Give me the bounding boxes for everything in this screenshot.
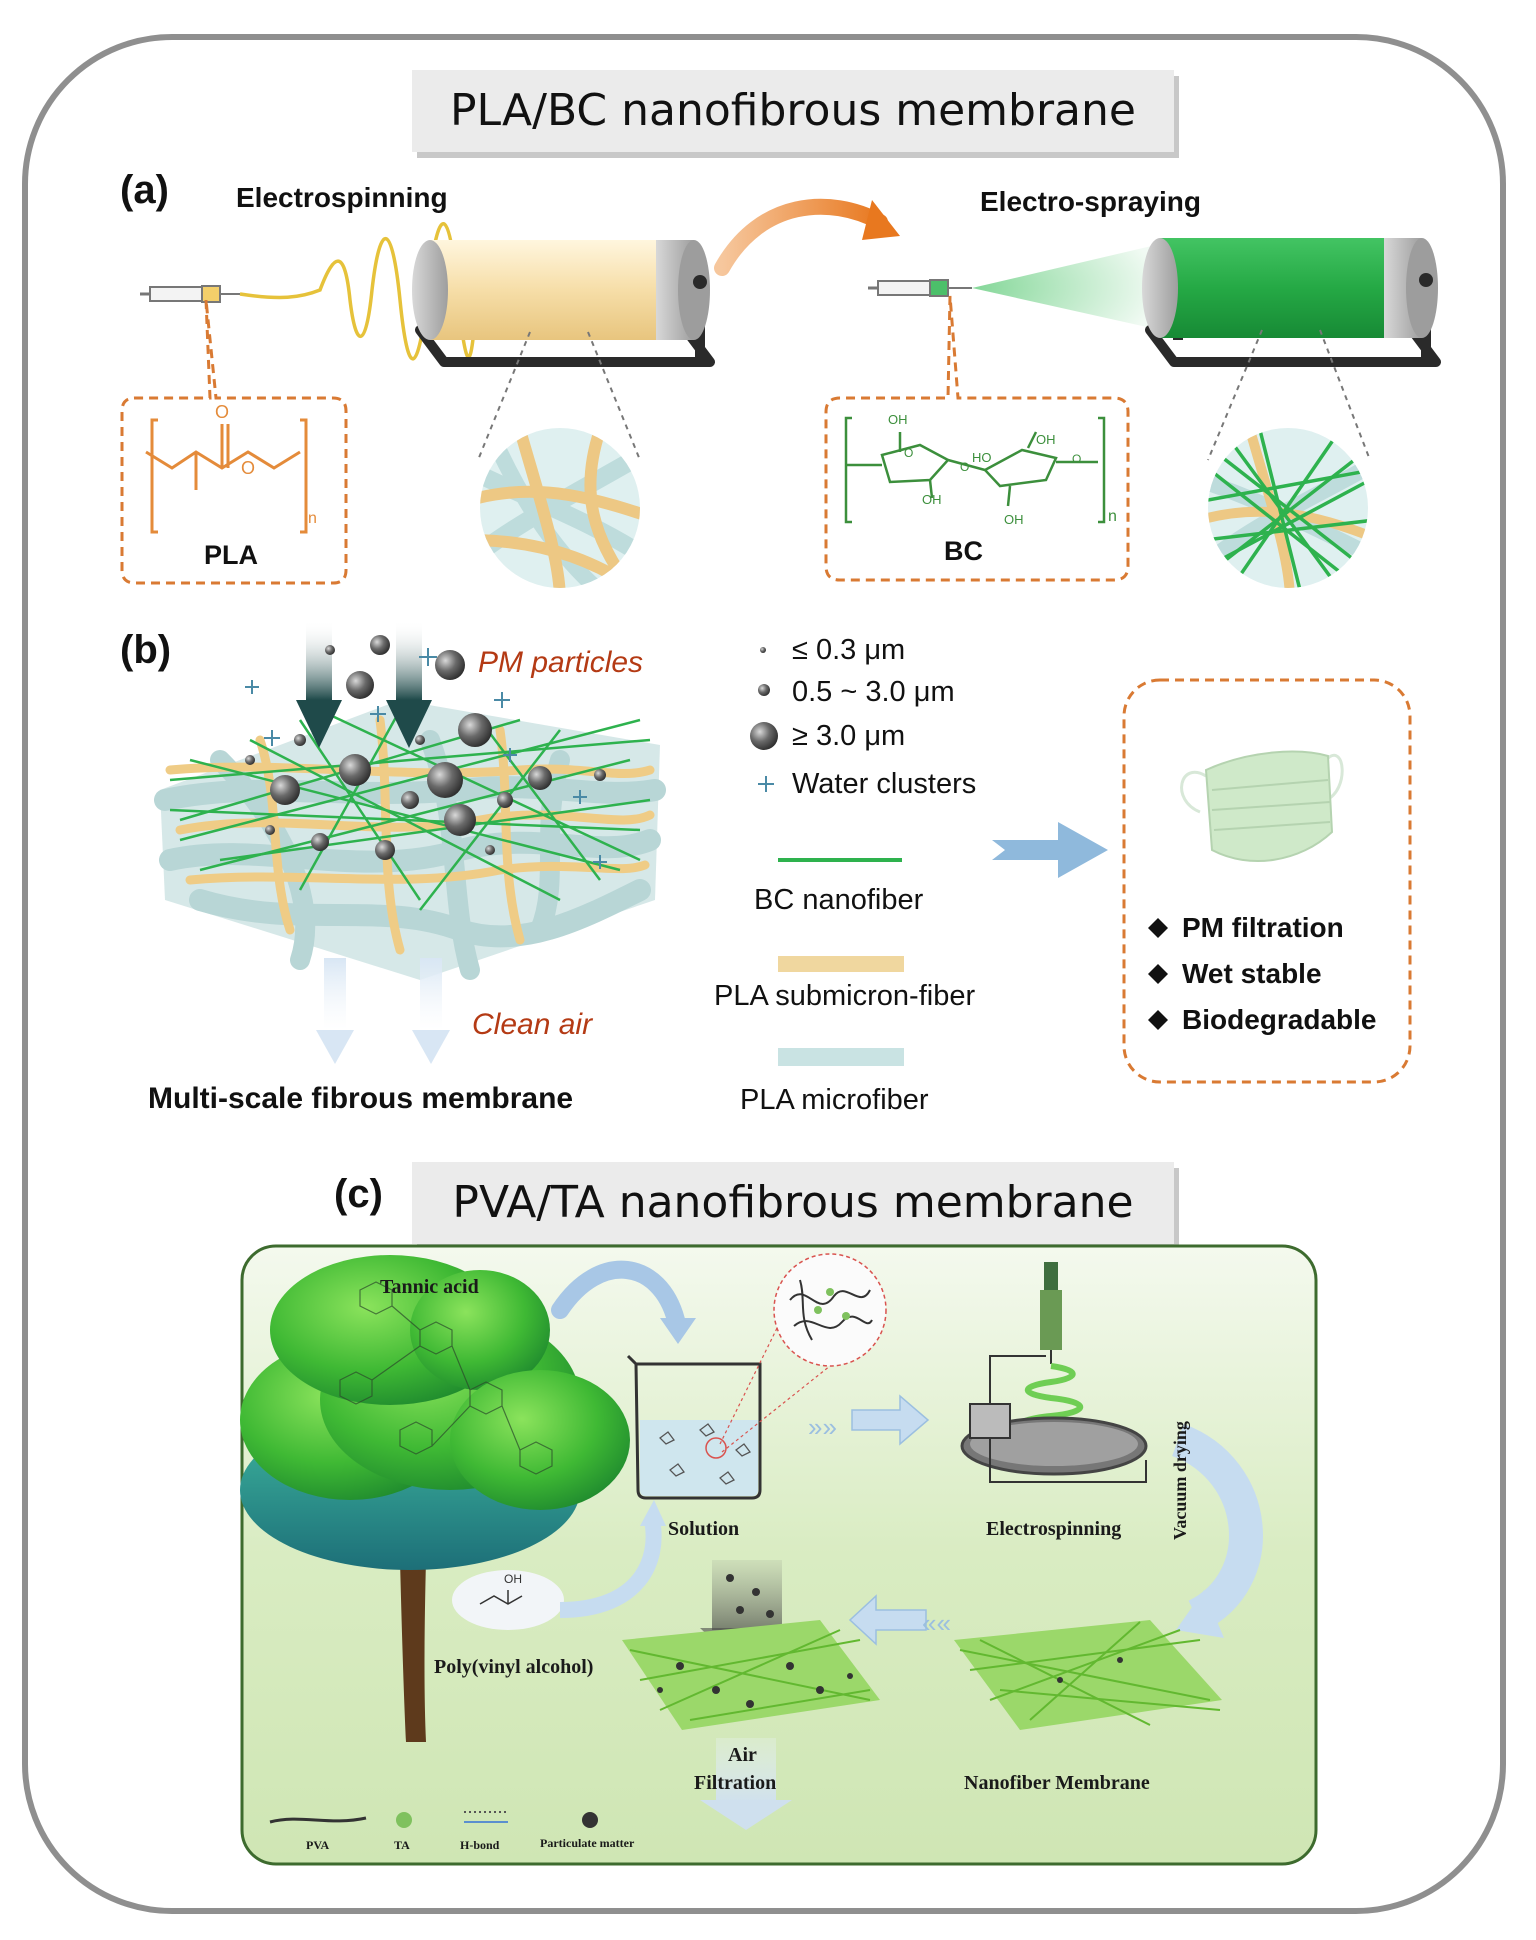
panel-c-title: PVA/TA nanofibrous membrane xyxy=(412,1162,1174,1244)
legend-bc-nanofiber: BC nanofiber xyxy=(754,884,924,916)
pva-oh-label: OH xyxy=(504,1572,522,1586)
bc-group-oh-2: OH xyxy=(922,492,942,507)
feature-wet-stable: Wet stable xyxy=(1182,958,1322,989)
water-clusters xyxy=(245,648,607,869)
solution-to-electrospinning-arrow: »» xyxy=(808,1394,930,1446)
membrane-caption: Multi-scale fibrous membrane xyxy=(148,1082,574,1115)
svg-text:««: «« xyxy=(922,1608,951,1638)
collector-drum-left xyxy=(412,240,710,340)
collector-drum-right xyxy=(1142,238,1438,338)
panel-a-label: (a) xyxy=(120,168,169,212)
bc-group-o-3: O xyxy=(1072,452,1082,466)
svg-text:»»: »» xyxy=(808,1412,837,1442)
bc-structure-box xyxy=(824,295,1130,582)
pva-to-solution-arrow xyxy=(559,1518,662,1618)
panel-b-label: (b) xyxy=(120,628,172,672)
panel-a-title: PLA/BC nanofibrous membrane xyxy=(412,70,1174,152)
feature-box xyxy=(1122,678,1412,1084)
feature-biodegradable: Biodegradable xyxy=(1182,1004,1377,1035)
legend-pla-microfiber: PLA microfiber xyxy=(740,1084,929,1116)
bc-group-oh-3: OH xyxy=(1036,432,1056,447)
feature-bullets xyxy=(1148,918,1168,1030)
bc-group-oh-4: OH xyxy=(1004,512,1024,527)
vacuum-drying-arrow xyxy=(1171,1424,1263,1632)
process-arrow xyxy=(714,198,888,276)
clean-air-arrows xyxy=(316,958,450,1064)
legend-h-bond: H-bond xyxy=(460,1838,500,1852)
spray-cone xyxy=(972,244,1160,330)
nanofiber-membrane-label: Nanofiber Membrane xyxy=(964,1772,1150,1794)
pm-down-arrows xyxy=(296,620,432,748)
electrospinning-setup xyxy=(960,1262,1148,1483)
mask-icon xyxy=(1180,750,1344,862)
nanofiber-membrane-right xyxy=(954,1620,1222,1730)
bc-subscript-n: n xyxy=(1108,508,1117,525)
legend-large-particle: ≥ 3.0 μm xyxy=(792,720,906,752)
pva-label: Poly(vinyl alcohol) xyxy=(434,1656,594,1678)
legend-medium-particle: 0.5 ~ 3.0 μm xyxy=(792,676,955,708)
pla-structure-box: O O xyxy=(120,299,348,585)
molecular-zoom xyxy=(719,1253,887,1453)
legend-pva: PVA xyxy=(306,1838,330,1852)
legend-ta: TA xyxy=(394,1838,410,1852)
feature-pm-filtration: PM filtration xyxy=(1182,912,1344,943)
legend-symbols xyxy=(750,647,904,1066)
pla-subscript-n: n xyxy=(308,510,317,527)
tannic-acid-label: Tannic acid xyxy=(380,1276,479,1298)
solution-label: Solution xyxy=(668,1518,740,1540)
electrospinning-step-label: Electrospinning xyxy=(986,1518,1122,1540)
legend-pla-submicron: PLA submicron-fiber xyxy=(714,980,976,1012)
panel-c-label: (c) xyxy=(334,1172,383,1216)
membrane-to-filtration-arrow: «« xyxy=(848,1594,951,1646)
fiber-zoom-left xyxy=(480,428,640,588)
fiber-zoom-right xyxy=(1208,428,1368,588)
svg-text:O: O xyxy=(215,402,229,422)
pla-formula-label: PLA xyxy=(204,540,258,570)
legend-water-clusters: Water clusters xyxy=(792,768,977,800)
bc-group-o-2: O xyxy=(960,460,970,474)
syringe-left-icon xyxy=(140,285,240,303)
tree-icon xyxy=(240,1255,630,1742)
filtration-membrane xyxy=(622,1560,880,1830)
air-label: Air xyxy=(728,1744,757,1766)
clean-air-label: Clean air xyxy=(472,1008,593,1041)
legend-particulate: Particulate matter xyxy=(540,1836,635,1850)
pva-powder-icon xyxy=(452,1570,564,1630)
bc-group-ho: HO xyxy=(972,450,992,465)
svg-text:O: O xyxy=(241,458,255,478)
bc-formula-label: BC xyxy=(944,536,983,566)
panel-c-graphic: »» «« xyxy=(240,1244,1318,1866)
filtration-label: Filtration xyxy=(694,1772,777,1794)
syringe-right-icon xyxy=(868,279,972,297)
panel-c-legend xyxy=(269,1811,598,1828)
legend-small-particle: ≤ 0.3 μm xyxy=(792,634,906,666)
vacuum-drying-label: Vacuum drying xyxy=(1170,1421,1190,1540)
beaker-icon xyxy=(626,1354,762,1500)
bc-group-o-1: O xyxy=(904,446,914,460)
panel-b-graphic xyxy=(154,620,1412,1084)
panel-a-graphic: O O xyxy=(120,198,1441,588)
electrospinning-label: Electrospinning xyxy=(236,182,448,213)
pm-particles-label: PM particles xyxy=(478,646,644,679)
pm-particles xyxy=(245,635,606,860)
electrospraying-label: Electro-spraying xyxy=(980,186,1201,217)
bc-group-oh-1: OH xyxy=(888,412,908,427)
right-arrow xyxy=(992,822,1108,878)
tree-to-solution-arrow xyxy=(551,1260,685,1329)
